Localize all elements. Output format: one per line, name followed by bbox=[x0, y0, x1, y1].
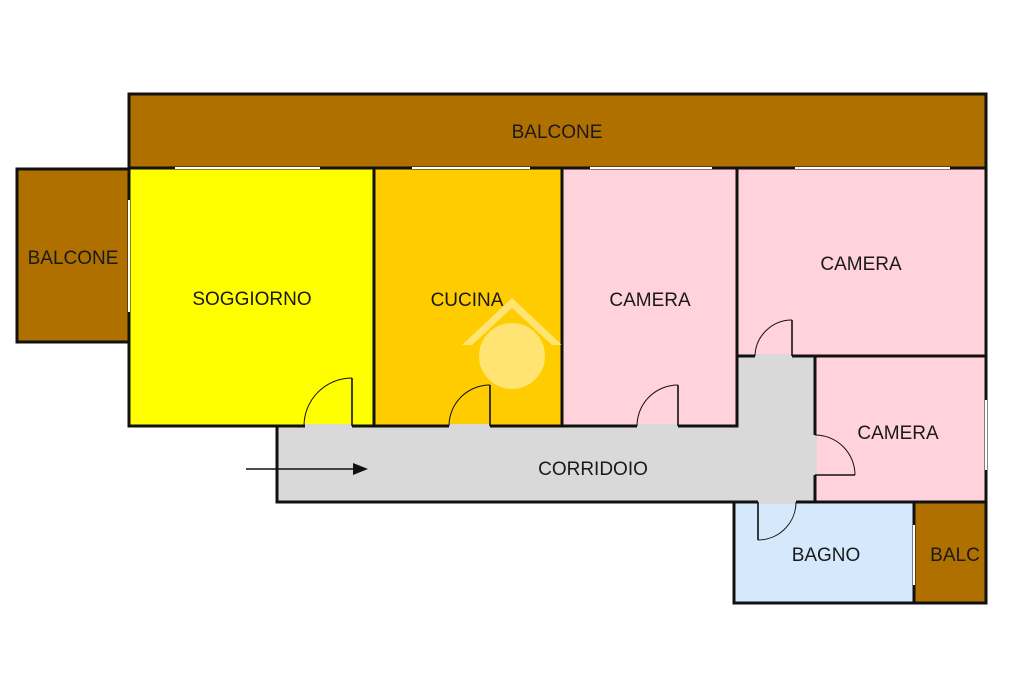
room-cucina bbox=[372, 166, 564, 428]
door-cucina bbox=[448, 384, 491, 427]
label-camera-1: CAMERA bbox=[609, 290, 691, 311]
door-camera-1 bbox=[636, 384, 679, 427]
label-cucina: CUCINA bbox=[431, 290, 504, 311]
door-camera-2 bbox=[754, 319, 793, 357]
room-bagno bbox=[732, 500, 916, 605]
room-balcone-top bbox=[127, 92, 988, 170]
room-balcone-left bbox=[15, 167, 131, 344]
label-soggiorno: SOGGIORNO bbox=[192, 289, 311, 310]
door-bagno bbox=[757, 501, 797, 541]
label-balc-small: BALC bbox=[930, 545, 980, 566]
label-balcone-top: BALCONE bbox=[512, 122, 603, 143]
door-soggiorno bbox=[303, 377, 353, 427]
label-corridoio: CORRIDOIO bbox=[538, 459, 648, 480]
door-camera-3 bbox=[814, 434, 856, 476]
room-corridoio bbox=[275, 354, 817, 504]
entrance-arrow-icon bbox=[246, 463, 368, 475]
house-logo-watermark bbox=[462, 298, 562, 389]
room-camera-2 bbox=[735, 166, 988, 358]
label-bagno: BAGNO bbox=[792, 545, 861, 566]
label-camera-3: CAMERA bbox=[857, 423, 939, 444]
label-balcone-left: BALCONE bbox=[28, 248, 119, 269]
label-camera-2: CAMERA bbox=[820, 254, 902, 275]
